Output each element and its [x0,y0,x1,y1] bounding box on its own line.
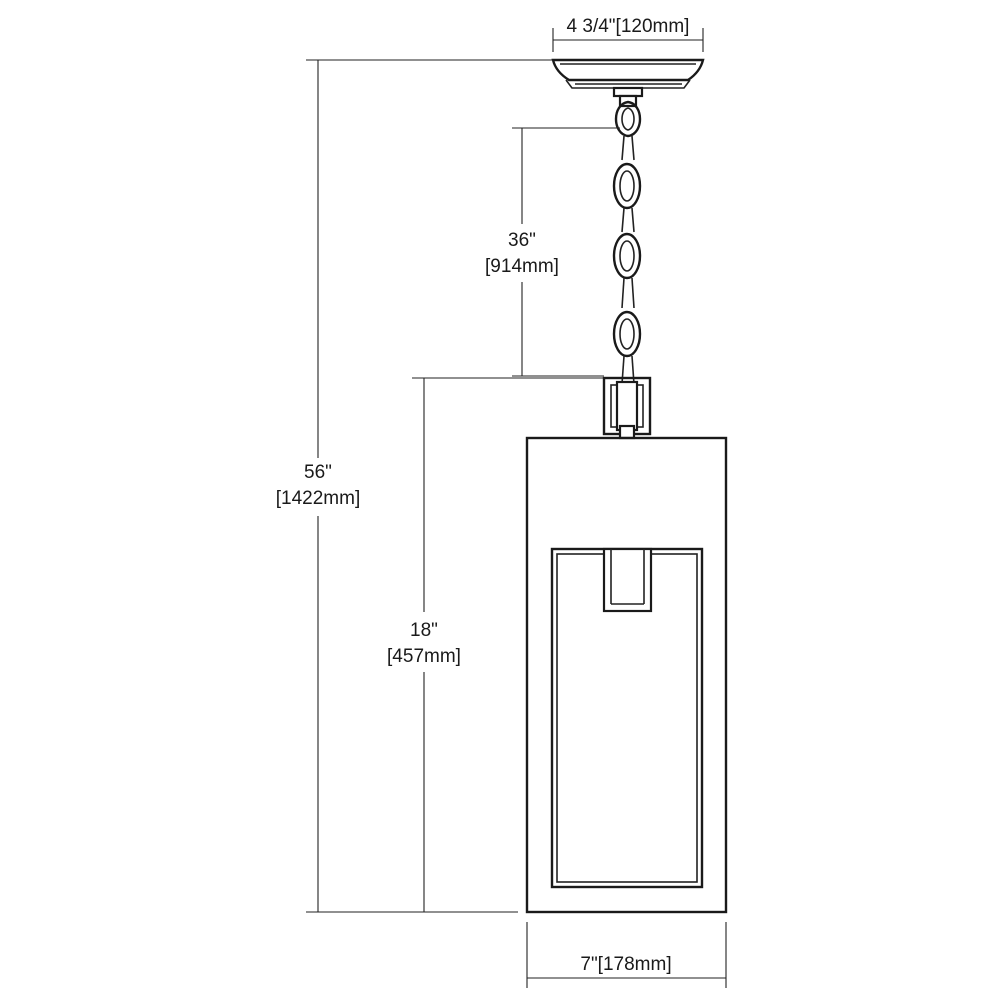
body-height-mm-label: [457mm] [387,646,461,667]
overall-height-inches-label: 56" [304,462,332,483]
canopy-width-label: 4 3/4"[120mm] [567,16,690,37]
lantern-body [525,436,728,914]
chain [612,135,642,385]
body-height-inches-label: 18" [410,620,438,641]
chain-length-mm-label: [914mm] [485,256,559,277]
overall-height-mm-label: [1422mm] [276,488,360,509]
canopy-loop [612,86,644,138]
canopy [551,58,705,89]
chain-length-inches-label: 36" [508,230,536,251]
body-height-dimension: 18" [457mm] [387,377,604,912]
body-width-dimension: 7"[178mm] [526,922,727,988]
overall-height-dimension: 56" [1422mm] [276,59,553,913]
chain-length-dimension: 36" [914mm] [485,127,620,377]
body-width-label: 7"[178mm] [580,954,671,975]
canopy-width-dimension: 4 3/4"[120mm] [552,16,704,52]
body-bracket [602,376,652,440]
